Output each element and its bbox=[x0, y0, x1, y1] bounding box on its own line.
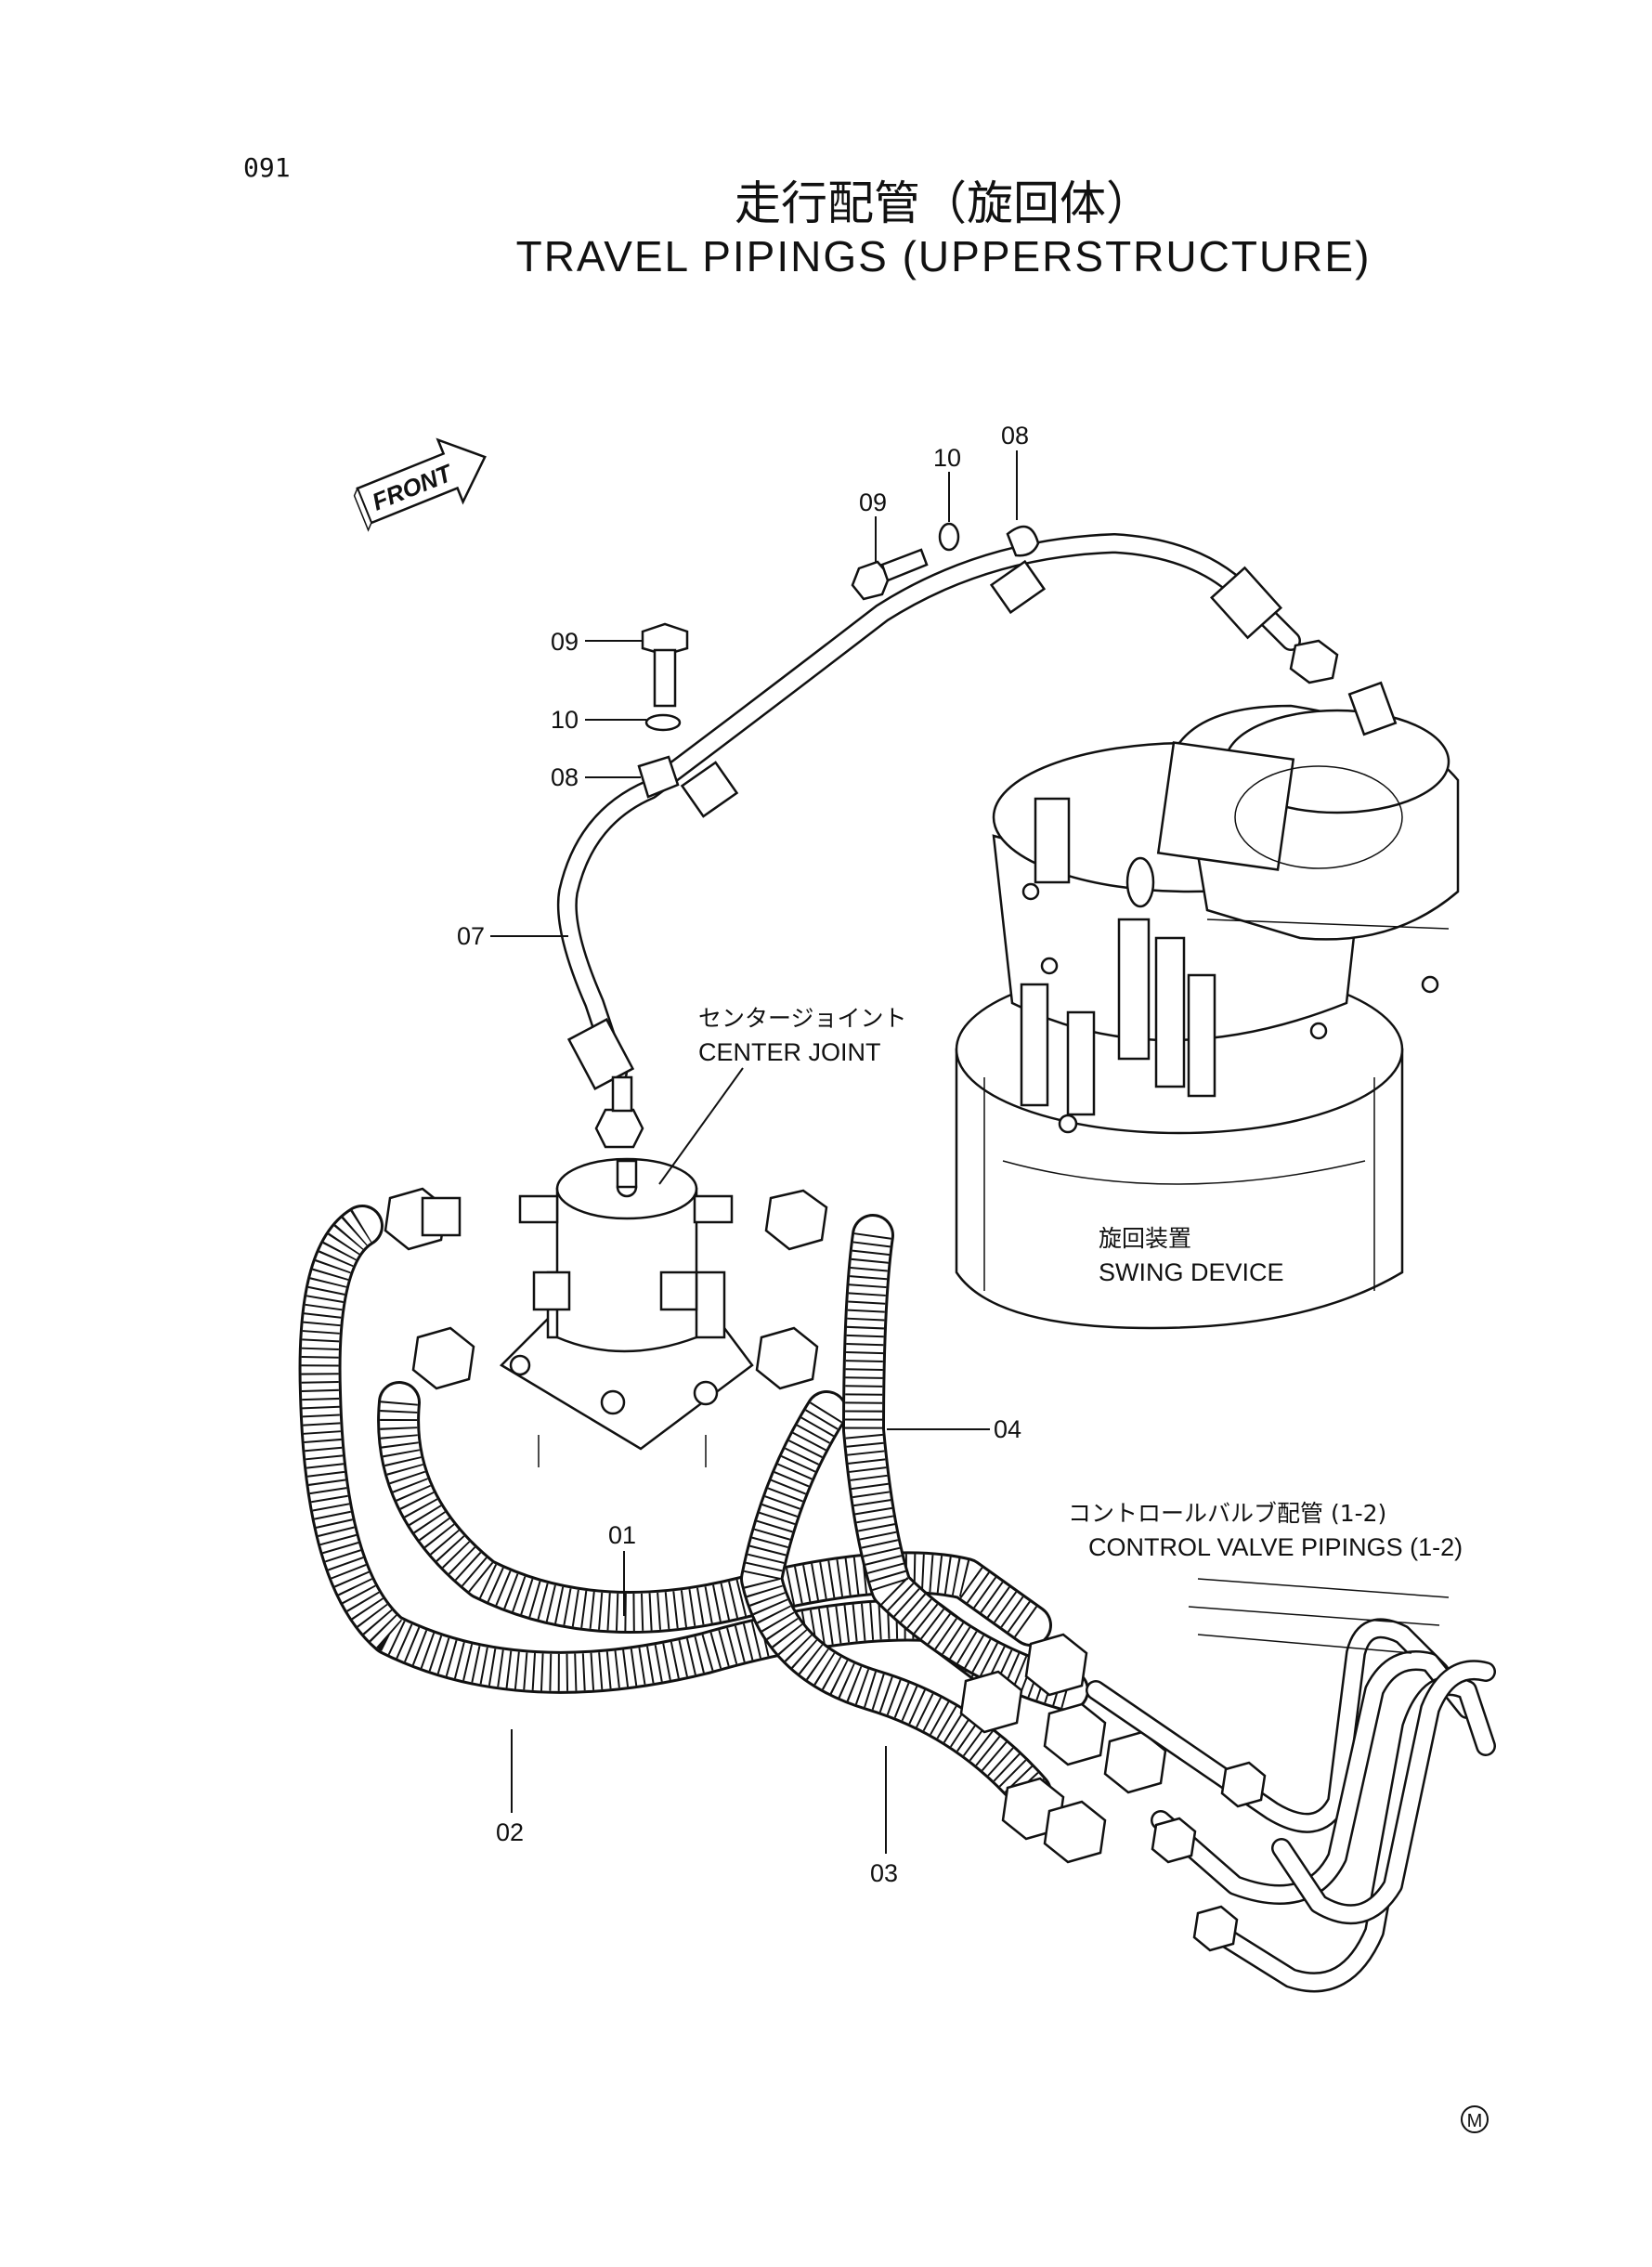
svg-text:10: 10 bbox=[551, 706, 579, 734]
center-joint bbox=[499, 1157, 754, 1467]
front-arrow-icon: FRONT bbox=[353, 437, 487, 532]
center-joint-leader bbox=[658, 1067, 744, 1185]
hose-01 bbox=[377, 1381, 1052, 1647]
swing-device-label-jp: 旋回装置 bbox=[1099, 1225, 1191, 1252]
hose-03 bbox=[740, 1390, 1052, 1814]
svg-text:07: 07 bbox=[457, 922, 485, 950]
bolt-09-left bbox=[641, 622, 689, 708]
svg-text:03: 03 bbox=[870, 1859, 898, 1887]
callout-09-left: 09 bbox=[551, 628, 643, 656]
callout-09-top: 09 bbox=[859, 489, 887, 562]
svg-text:08: 08 bbox=[1001, 422, 1029, 449]
page-number: 091 bbox=[243, 152, 291, 183]
pipe-07 bbox=[556, 533, 1339, 1149]
svg-text:02: 02 bbox=[496, 1818, 524, 1846]
hose-04 bbox=[842, 1214, 1089, 1712]
svg-text:09: 09 bbox=[551, 628, 579, 656]
center-joint-label-en: CENTER JOINT bbox=[698, 1038, 881, 1066]
callout-07: 07 bbox=[457, 922, 568, 950]
swing-device bbox=[955, 681, 1460, 1330]
title-english: TRAVEL PIPINGS (UPPERSTRUCTURE) bbox=[516, 232, 1372, 280]
title-japanese: 走行配管（旋回体） bbox=[735, 176, 1152, 230]
callout-04: 04 bbox=[887, 1415, 1021, 1443]
callout-01: 01 bbox=[608, 1521, 636, 1616]
svg-text:08: 08 bbox=[551, 763, 579, 791]
svg-text:09: 09 bbox=[859, 489, 887, 516]
svg-text:M: M bbox=[1467, 2111, 1483, 2131]
maker-mark-icon: M bbox=[1461, 2105, 1489, 2133]
hose-fittings bbox=[384, 1187, 1167, 1864]
svg-text:01: 01 bbox=[608, 1521, 636, 1549]
bolt-09-top bbox=[851, 548, 929, 601]
washer-10-top bbox=[938, 522, 960, 552]
svg-text:04: 04 bbox=[994, 1415, 1021, 1443]
control-valve-label-jp: コントロールバルブ配管 (1-2) bbox=[1068, 1500, 1386, 1527]
callout-10-left: 10 bbox=[551, 706, 646, 734]
control-valve-label-en: CONTROL VALVE PIPINGS (1-2) bbox=[1088, 1533, 1463, 1561]
callout-03: 03 bbox=[870, 1746, 898, 1887]
callout-08-left: 08 bbox=[551, 763, 641, 791]
control-valve-pipings bbox=[1086, 1578, 1496, 1993]
center-joint-label-jp: センタージョイント bbox=[698, 1005, 907, 1032]
callout-08-top: 08 bbox=[1001, 422, 1029, 520]
clamp-08-top bbox=[989, 525, 1047, 615]
svg-text:10: 10 bbox=[933, 444, 961, 472]
callout-10-top: 10 bbox=[933, 444, 961, 522]
washer-10-left bbox=[644, 713, 682, 732]
swing-device-label-en: SWING DEVICE bbox=[1099, 1258, 1284, 1286]
callout-02: 02 bbox=[496, 1729, 524, 1846]
clamp-08-left bbox=[637, 755, 739, 818]
